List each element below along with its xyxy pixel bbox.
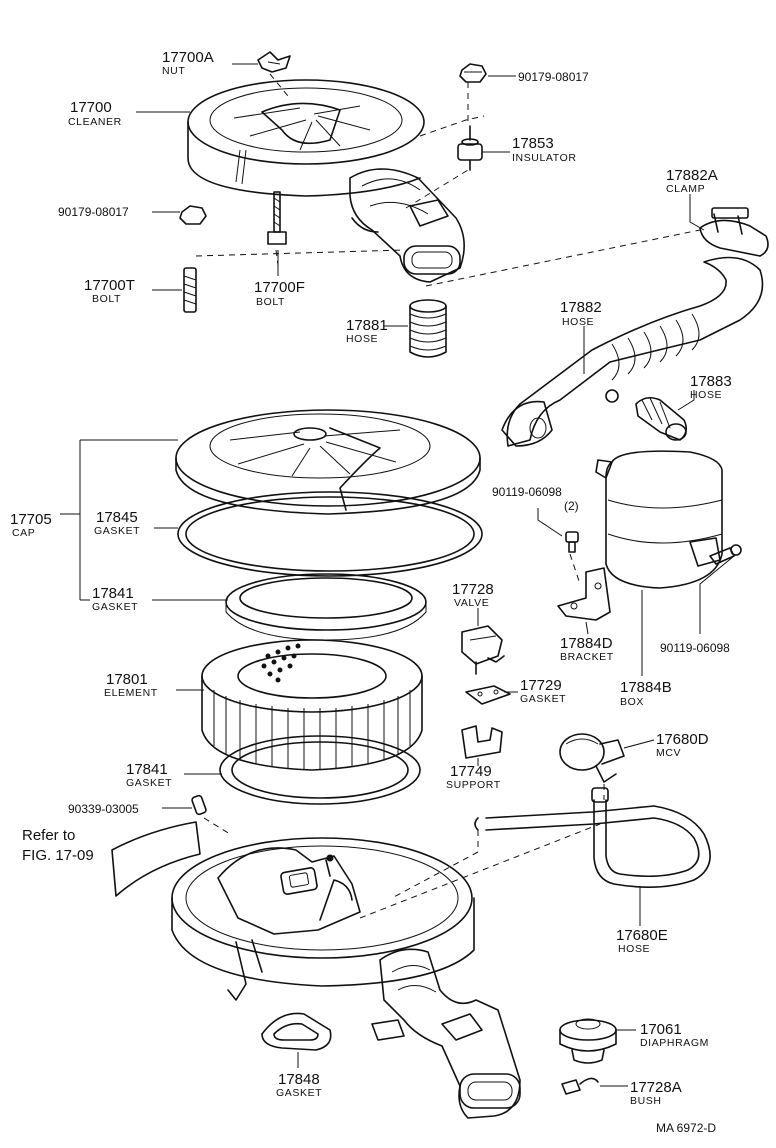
assembly-dashed-lines [195, 73, 701, 919]
gasket-17729-drawing [465, 685, 511, 705]
hex-nut-drawing [459, 63, 487, 83]
part-name-label: BRACKET [560, 651, 614, 663]
part-number-label: 17841 [92, 585, 134, 602]
clamp-drawing [699, 207, 769, 257]
part-number-label: 17882A [666, 167, 718, 184]
part-number-label: 90179-08017 [518, 70, 589, 84]
bolt-f-drawing [267, 191, 287, 245]
part-name-label: GASKET [94, 525, 140, 537]
part-name-label: CAP [12, 527, 35, 539]
part-name-label: CLAMP [666, 183, 705, 195]
part-number-label: 17845 [96, 509, 138, 526]
part-number-label: 17884D [560, 635, 613, 652]
part-number-label: 17883 [690, 373, 732, 390]
part-number-label: 90119-06098 [660, 641, 730, 655]
hose-17883-drawing [635, 396, 688, 441]
part-number-label: 17705 [10, 511, 52, 528]
part-number-label: 17728 [452, 581, 494, 598]
part-number-label: 17853 [512, 135, 554, 152]
bush-drawing [561, 1077, 599, 1095]
part-name-label: NUT [162, 65, 185, 77]
gasket-17848-drawing [261, 1012, 332, 1051]
insulator-drawing [457, 125, 483, 171]
part-number-label: 17882 [560, 299, 602, 316]
part-name-label: HOSE [346, 333, 378, 345]
part-name-label: VALVE [454, 597, 489, 609]
wing-nut-drawing [257, 51, 291, 73]
gasket-17841-upper-drawing [225, 573, 427, 641]
part-number-label: 17700 [70, 99, 112, 116]
part-number-label: 17801 [106, 671, 148, 688]
part-number-label: 17881 [346, 317, 388, 334]
part-name-label: MCV [656, 747, 681, 759]
part-number-label: 90119-06098 [492, 485, 562, 499]
mcv-drawing [559, 733, 625, 783]
box-drawing [595, 450, 723, 589]
part-name-label: BOLT [92, 293, 121, 305]
part-name-label: DIAPHRAGM [640, 1037, 709, 1049]
reference-note-line2: FIG. 17-09 [22, 847, 94, 864]
part-number-label: 17680E [616, 927, 668, 944]
screw-drawing [565, 531, 579, 553]
part-number-label: 17729 [520, 677, 562, 694]
part-number-label: 17848 [278, 1071, 320, 1088]
part-number-label: 17700F [254, 279, 305, 296]
hose-17882-drawing [501, 256, 764, 447]
part-number-label: 17700A [162, 49, 214, 66]
part-name-label: GASKET [520, 693, 566, 705]
pin-drawing [191, 794, 207, 816]
hose-17881-drawing [409, 299, 447, 358]
diagram-code: MA 6972-D [656, 1121, 716, 1135]
part-name-label: GASKET [126, 777, 172, 789]
part-name-label: GASKET [276, 1087, 322, 1099]
part-number-label: 17680D [656, 731, 709, 748]
part-number-label: 17728A [630, 1079, 682, 1096]
part-name-label: BUSH [630, 1095, 662, 1107]
part-name-label: HOSE [690, 389, 722, 401]
leader-lines [60, 63, 735, 1087]
bracket-drawing [557, 567, 611, 621]
part-number-label: 90179-08017 [58, 205, 129, 219]
reference-note-line1: Refer to [22, 827, 75, 844]
hose-17680e-drawing [474, 787, 711, 888]
lower-cleaner-drawing [171, 837, 521, 1119]
diaphragm-drawing [559, 1018, 617, 1064]
reference-banner-drawing [111, 821, 201, 897]
part-name-label: CLEANER [68, 116, 122, 128]
part-number-label: 17061 [640, 1021, 682, 1038]
part-number-label: 17884B [620, 679, 672, 696]
part-name-label: INSULATOR [512, 152, 577, 164]
valve-drawing [461, 625, 505, 675]
screw-right-drawing [709, 544, 742, 565]
part-number-label: 17749 [450, 763, 492, 780]
bolt-t-drawing [183, 267, 197, 313]
part-number-label: 90339-03005 [68, 802, 139, 816]
part-name-label: SUPPORT [446, 779, 501, 791]
labels: 17700A NUT 90179-08017 17700 CLEANER 178… [10, 49, 732, 1135]
part-name-label: HOSE [562, 316, 594, 328]
support-drawing [461, 725, 503, 759]
hex-nut-left-drawing [179, 205, 207, 225]
gasket-17841-lower-drawing [219, 735, 421, 805]
part-name-label: HOSE [618, 943, 650, 955]
part-number-label: 17841 [126, 761, 168, 778]
part-name-label: ELEMENT [104, 687, 158, 699]
part-name-label: BOLT [256, 296, 285, 308]
part-name-label: GASKET [92, 601, 138, 613]
gasket-17845-drawing [177, 491, 483, 577]
part-number-label: 17700T [84, 277, 135, 294]
upper-cleaner-drawing [187, 79, 465, 283]
element-mesh-drawing [261, 643, 301, 683]
element-drawing [201, 639, 423, 771]
cap-drawing [175, 409, 481, 515]
part-name-label: BOX [620, 696, 644, 708]
part-name-label: (2) [564, 499, 579, 513]
